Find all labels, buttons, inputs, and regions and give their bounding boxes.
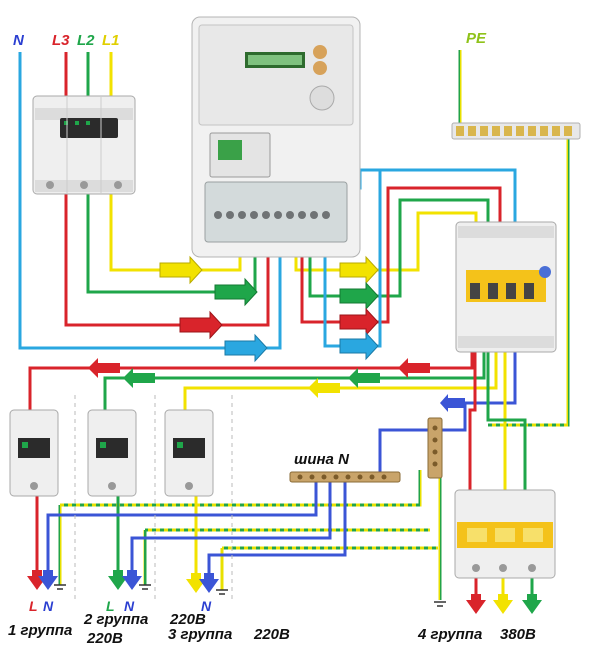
energy-meter bbox=[191, 16, 361, 258]
wire-n-incoming bbox=[18, 52, 225, 350]
wire-l3-meter-in bbox=[210, 232, 270, 327]
arrow-l3-to-rcd bbox=[339, 307, 379, 337]
label-n-incoming: N bbox=[13, 32, 24, 49]
wire-l3-to-rcd bbox=[375, 186, 502, 324]
wire-l1-incoming bbox=[109, 52, 160, 272]
wire-l1-group3-feed bbox=[183, 350, 498, 412]
meter-dial bbox=[309, 85, 335, 111]
incoming-wires bbox=[18, 52, 225, 350]
arrow-l3-to-meter bbox=[179, 310, 223, 340]
group-separators bbox=[74, 395, 233, 600]
arrow-l1-to-meter bbox=[159, 255, 203, 285]
main-breaker-led-3 bbox=[86, 121, 90, 125]
wire-l-group4c bbox=[486, 350, 527, 490]
pe-terminal-block bbox=[451, 122, 581, 140]
label-group2-name: 2 группа bbox=[84, 611, 149, 628]
arrow-l-group4-b bbox=[493, 594, 513, 614]
main-breaker-led-2 bbox=[75, 121, 79, 125]
earth-symbols bbox=[54, 584, 446, 607]
earth-group3 bbox=[216, 589, 228, 595]
wire-n-group2 bbox=[130, 478, 332, 585]
label-group3-sub: 220В bbox=[254, 626, 290, 643]
meter-display-digits bbox=[248, 55, 302, 65]
arrow-n-group3 bbox=[199, 573, 219, 593]
earth-group4 bbox=[434, 601, 446, 607]
label-group1-sub: 220В bbox=[87, 630, 123, 647]
label-group4-sub: 380В bbox=[500, 626, 536, 643]
label-pe: PE bbox=[466, 30, 487, 47]
arrow-l-group4-c bbox=[522, 594, 542, 614]
label-group2-n: N bbox=[124, 598, 135, 614]
rcd-test-button bbox=[539, 266, 551, 278]
main-breaker-screw-2 bbox=[80, 181, 88, 189]
earth-group1 bbox=[54, 584, 66, 590]
label-group2-l: L bbox=[106, 598, 115, 614]
wire-n-group1 bbox=[46, 478, 318, 585]
main-breaker-led-1 bbox=[64, 121, 68, 125]
arrow-l2-to-meter bbox=[214, 277, 258, 307]
meter-button-2 bbox=[313, 61, 327, 75]
wire-l2-group2-feed bbox=[103, 350, 486, 412]
meter-terminals bbox=[214, 211, 330, 219]
wire-n-meter-out bbox=[323, 232, 340, 348]
arrow-n-group1 bbox=[38, 570, 58, 590]
group-feed-wires bbox=[28, 350, 534, 600]
pe-g1 bbox=[60, 470, 422, 507]
n-bus-vertical bbox=[427, 417, 443, 479]
main-breaker-toggle bbox=[60, 118, 118, 138]
label-l2-incoming: L2 bbox=[77, 32, 95, 49]
arrow-n-to-meter bbox=[224, 333, 268, 363]
n-bus-bar bbox=[289, 471, 401, 483]
label-group2-sub: 220В bbox=[170, 611, 206, 628]
arrow-l2-mid bbox=[123, 368, 155, 388]
arrow-l2-group-back bbox=[348, 368, 380, 388]
earth-group2 bbox=[139, 584, 151, 590]
arrow-n-to-rcd bbox=[339, 331, 379, 361]
arrow-l1-to-rcd bbox=[339, 255, 379, 285]
wire-l1-to-rcd bbox=[375, 211, 478, 272]
wire-l-group4a bbox=[468, 350, 477, 492]
arrow-n-group2 bbox=[122, 570, 142, 590]
wire-l3-group1-feed bbox=[28, 350, 474, 410]
wire-l2-incoming bbox=[86, 52, 215, 294]
label-group1-n: N bbox=[43, 598, 54, 614]
arrow-n-rcd-back bbox=[440, 394, 465, 412]
group1-breaker bbox=[9, 409, 59, 497]
label-group1-l: L bbox=[29, 598, 38, 614]
rcd-4p bbox=[455, 221, 557, 353]
label-group3-n: N bbox=[201, 598, 212, 614]
main-breaker-screw-1 bbox=[46, 181, 54, 189]
label-group1-name: 1 группа bbox=[8, 622, 73, 639]
pe-right bbox=[488, 135, 570, 427]
arrow-l-group4-a bbox=[466, 594, 486, 614]
wire-n-group3 bbox=[207, 478, 347, 590]
main-breaker-screw-3 bbox=[114, 181, 122, 189]
arrow-l1-group-back bbox=[308, 378, 340, 398]
label-l1-incoming: L1 bbox=[102, 32, 120, 49]
label-group3-name: 3 группа bbox=[168, 626, 233, 643]
label-n-bus: шина N bbox=[294, 451, 349, 468]
label-l3-incoming: L3 bbox=[52, 32, 70, 49]
flow-arrows bbox=[27, 255, 542, 614]
arrow-l-group2 bbox=[108, 570, 128, 590]
label-group4-name: 4 группа bbox=[418, 626, 483, 643]
main-breaker-3p bbox=[32, 95, 136, 195]
meter-module-chip bbox=[218, 140, 242, 160]
arrow-l3-mid bbox=[88, 358, 120, 378]
arrow-l3-group-back bbox=[398, 358, 430, 378]
group3-breaker bbox=[164, 409, 214, 497]
group4-breaker-3p bbox=[454, 489, 556, 579]
wire-l3-meter-out bbox=[300, 232, 340, 324]
wire-l3-incoming bbox=[64, 52, 180, 327]
group2-breaker bbox=[87, 409, 137, 497]
arrow-l-group3 bbox=[186, 573, 206, 593]
arrow-l2-to-rcd bbox=[339, 281, 379, 311]
arrow-l-group1 bbox=[27, 570, 47, 590]
wire-n-bus-link bbox=[378, 428, 430, 478]
meter-button-1 bbox=[313, 45, 327, 59]
wire-l2-to-rcd bbox=[375, 198, 490, 298]
